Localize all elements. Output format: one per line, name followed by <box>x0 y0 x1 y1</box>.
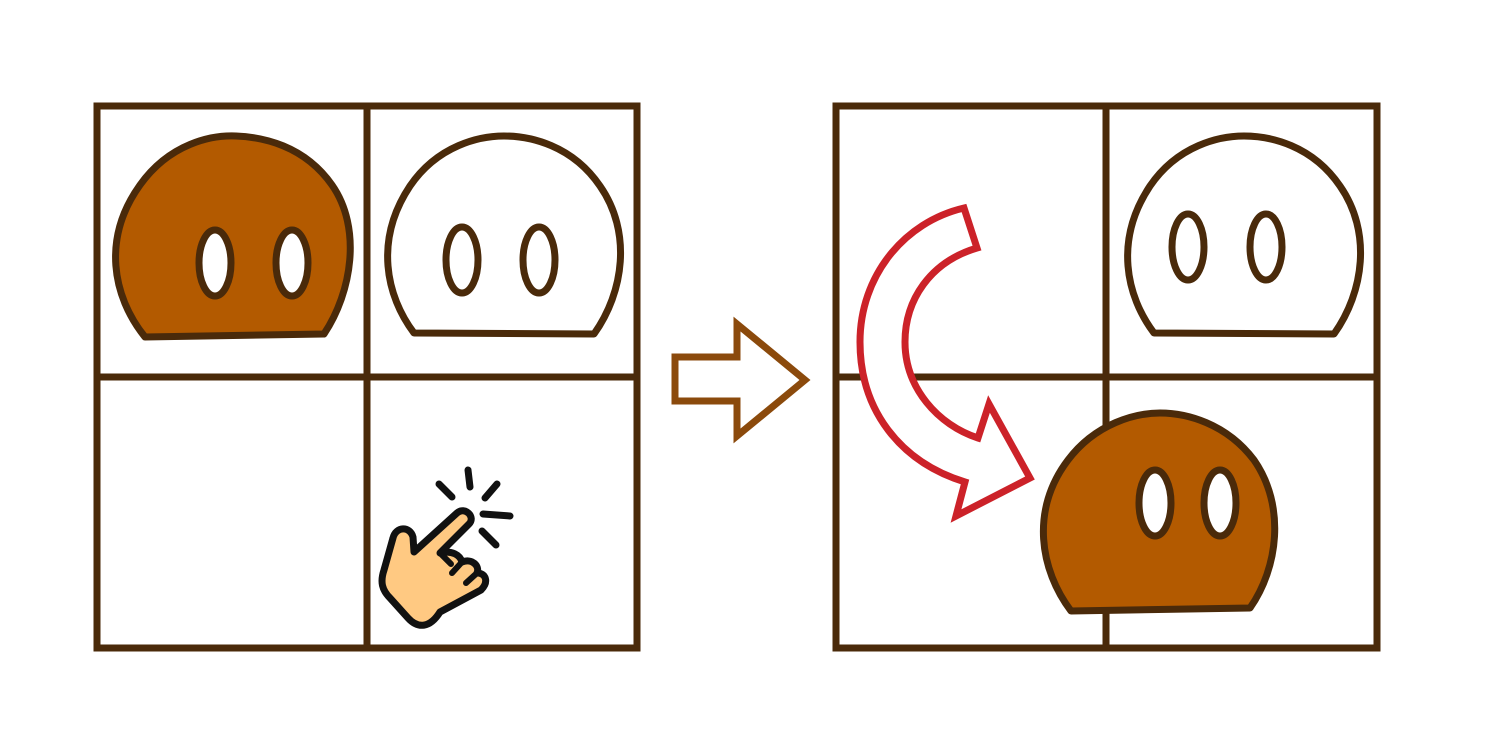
board-after <box>832 102 1381 652</box>
tap-hand-icon <box>378 466 514 629</box>
blob-eye-right <box>1246 210 1286 284</box>
right-arrow-icon <box>671 316 811 444</box>
blob-eye-right <box>272 226 312 300</box>
blob-eye-left <box>442 223 482 297</box>
blob-eye-left <box>1135 466 1175 540</box>
blob-eye-left <box>195 226 235 300</box>
curved-move-arrow-icon <box>856 203 1035 523</box>
blob-eye-right <box>1200 466 1240 540</box>
blob-body <box>384 132 625 338</box>
blob-outline[interactable] <box>1124 132 1365 338</box>
board-before <box>93 102 641 652</box>
blob-outline[interactable] <box>384 132 625 338</box>
grid-lines-before <box>93 102 641 652</box>
blob-body <box>1124 132 1365 338</box>
blob-eye-left <box>1168 210 1208 284</box>
cell-before-r1c0[interactable] <box>97 377 367 648</box>
blob-filled[interactable] <box>112 132 354 341</box>
blob-eye-right <box>519 223 559 297</box>
blob-filled[interactable] <box>1039 409 1279 615</box>
